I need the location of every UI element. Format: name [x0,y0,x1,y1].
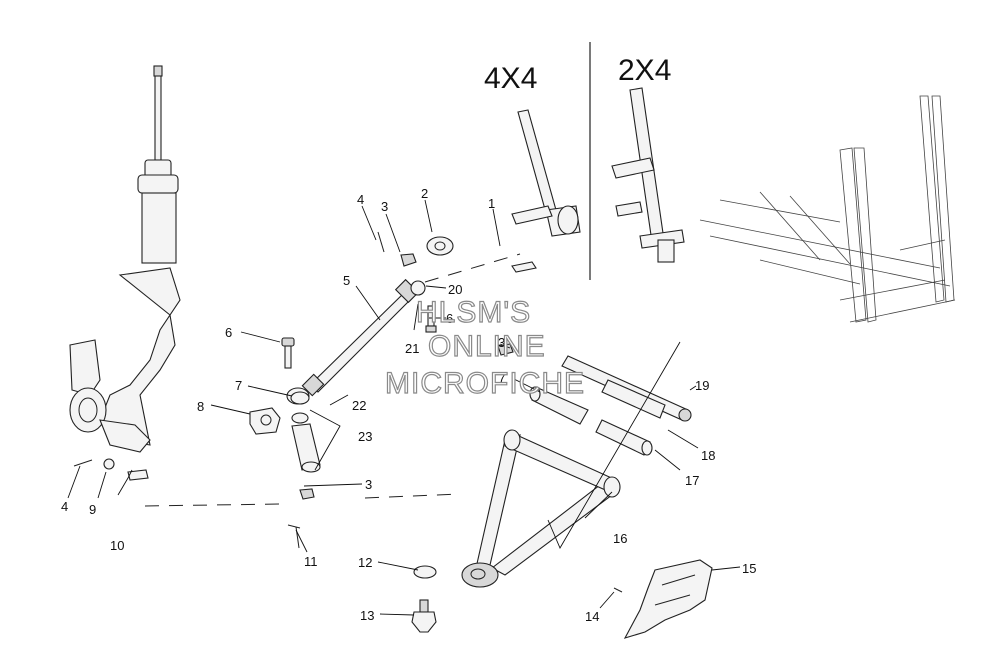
knuckle-lower-arm [99,419,151,453]
callout-4: 4 [357,192,364,207]
bolt-6 [281,337,295,369]
nut-3a [400,253,417,267]
callout-5: 5 [343,273,350,288]
hardware-parts [73,231,623,633]
tie-rod-outer-end [301,373,325,397]
callout-8: 8 [197,399,204,414]
knuckle-hub [69,387,107,433]
callout-12: 12 [358,555,372,570]
callout-14: 14 [585,609,599,624]
bolt-6b [425,305,437,333]
a-arm-cross-tube [504,431,617,493]
callout-17a: 17 [491,371,505,386]
pivot-shaft-end [678,408,692,422]
cotter-pin-11 [287,524,301,549]
guard-plate-15 [623,559,713,639]
boot-2 [426,236,454,256]
washer-1 [511,261,537,273]
knuckle-boss [69,339,101,396]
callout-1: 1 [488,196,495,211]
callout-9: 9 [89,502,96,517]
watermark: HLSM'S ONLINE MICROFICHE [384,295,585,400]
cotter-pin-4b [73,459,93,467]
strut-spring-seat [137,174,179,194]
strut-lower-body [141,192,177,264]
callout-3b: 3 [365,477,372,492]
strut-rod [154,69,162,161]
a-arm-pivot-rear [603,476,621,498]
callout-labels: 1 2 3 4 5 20 6 21 3 6 7 22 17 19 8 23 18… [61,186,756,624]
callout-7: 7 [235,378,242,393]
spacer-23 [291,412,321,473]
a-arm-ball-hole [470,568,486,580]
nut-3b [299,488,315,500]
a-arm-front-leg [475,434,521,569]
strut-assembly [69,65,181,453]
leader-lines [67,199,741,616]
washer-9 [103,458,115,470]
callout-13: 13 [360,608,374,623]
callout-2: 2 [421,186,428,201]
a-arm [461,429,621,588]
pivot-parts [529,355,692,456]
bolt-14 [613,587,623,593]
pin-10 [127,469,149,481]
callout-3: 3 [381,199,388,214]
callout-4b: 4 [61,499,68,514]
callout-17b: 17 [685,473,699,488]
frame-ghost [699,95,956,323]
watermark-line-2: ONLINE [428,330,546,363]
assembly-line-1 [424,253,521,283]
assembly-line-3 [364,493,461,499]
callout-6: 6 [225,325,232,340]
tie-rod-assembly [286,278,426,405]
watermark-line-3: MICROFICHE [385,367,585,400]
callout-18: 18 [701,448,715,463]
steering-knuckle [99,267,181,446]
callout-19: 19 [695,378,709,393]
callout-11: 11 [304,554,318,569]
callout-20: 20 [448,282,462,297]
bushing-18 [601,379,666,419]
guard-plate-rib [654,574,696,606]
callout-23: 23 [358,429,372,444]
steering-post-2x4 [611,87,685,263]
callout-15: 15 [742,561,756,576]
bushing-17b [595,419,651,456]
watermark-line-1: HLSM'S [416,296,531,329]
callout-6b: 6 [446,311,453,326]
variant-label-4x4: 4X4 [484,62,537,95]
nut-3c [497,343,514,356]
steering-post-4x4 [511,109,581,237]
a-arm-ball-socket [461,562,499,588]
callout-3c: 3 [498,335,505,350]
callout-10: 10 [110,538,124,553]
knuckle-hub-bore [78,397,98,423]
callout-21: 21 [405,341,419,356]
variant-label-2x4: 2X4 [618,54,671,87]
assembly-line-2 [144,503,281,507]
ball-joint-13 [411,599,437,633]
callout-16: 16 [613,531,627,546]
tie-rod-end-ball [410,280,426,296]
strut-rod-top [153,65,163,77]
cotter-pin-4a [377,231,385,253]
a-arm-pivot-front [503,429,521,451]
callout-22: 22 [352,398,366,413]
cap-12 [413,565,437,579]
bushing-8 [249,407,281,435]
washer-7 [290,391,310,405]
